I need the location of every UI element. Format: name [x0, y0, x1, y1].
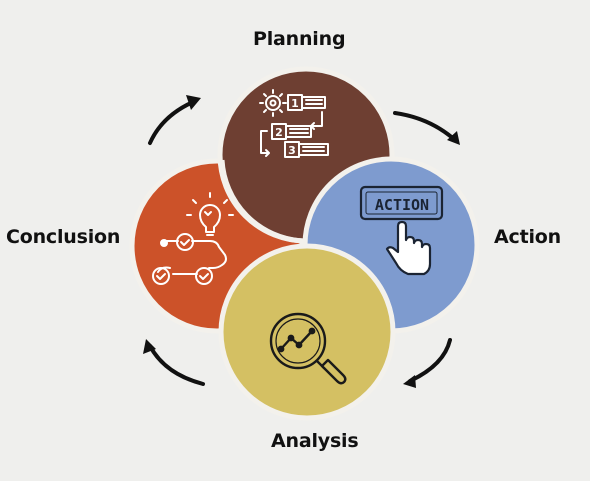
analysis-label: Analysis	[271, 430, 359, 452]
arrowhead-1	[186, 95, 201, 110]
action-button-hand-icon	[359, 185, 444, 276]
arrow-action-to-analysis	[408, 338, 452, 383]
planning-step-2-text: 2	[275, 126, 283, 139]
analysis-circle	[218, 243, 396, 421]
arrow-planning-to-action	[393, 111, 457, 142]
arrowhead-2	[447, 131, 460, 145]
cycle-arrows	[148, 100, 457, 386]
action-button-text: ACTION	[375, 196, 429, 214]
conclusion-label: Conclusion	[6, 226, 121, 248]
planning-step-1-text: 1	[291, 97, 299, 110]
magnifier-chart-icon	[269, 312, 347, 385]
arrow-conclusion-to-planning	[148, 100, 195, 145]
planning-overlap-arc	[219, 159, 303, 244]
arrowhead-4	[143, 339, 156, 354]
arrowhead-3	[403, 375, 416, 388]
planning-label: Planning	[253, 28, 346, 50]
arrow-heads	[143, 95, 460, 388]
lightbulb-path-checkmarks-icon	[152, 192, 234, 285]
planning-step-3-text: 3	[288, 144, 296, 157]
arrow-analysis-to-conclusion	[148, 344, 205, 386]
numbered-checklist-gear-icon	[259, 89, 329, 158]
action-label: Action	[494, 226, 561, 248]
